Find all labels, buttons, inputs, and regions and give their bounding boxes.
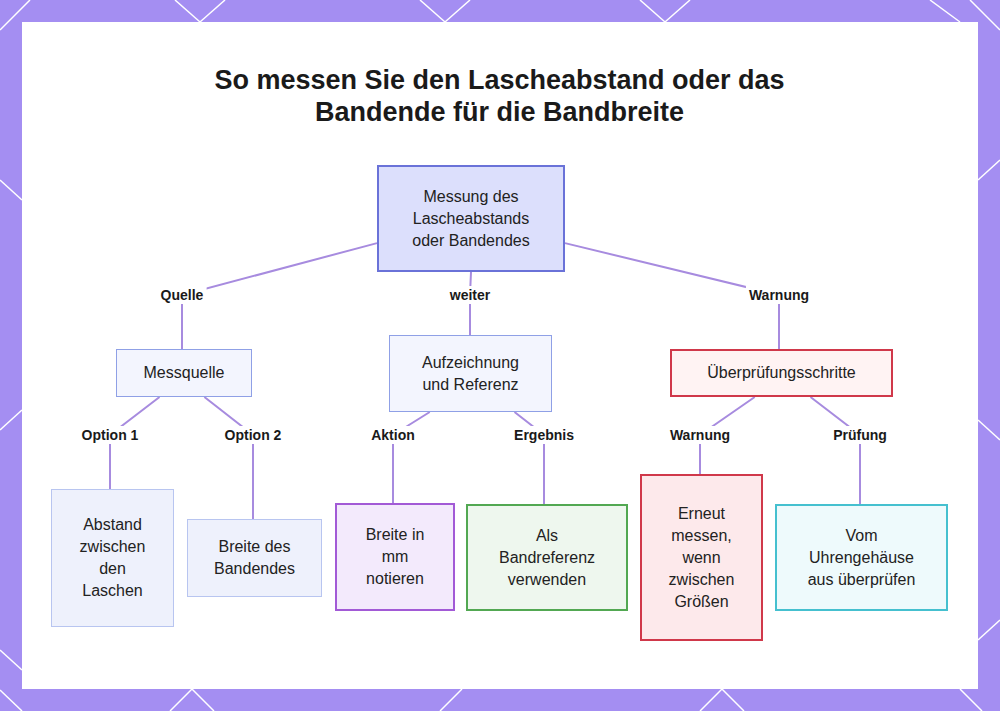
option-box: Abstand zwischen den Laschen [51, 489, 174, 627]
pattern-line [978, 620, 1000, 640]
diagram-title: So messen Sie den Lascheabstand oder das… [207, 64, 792, 128]
pattern-line [930, 0, 960, 22]
pattern-line [665, 0, 690, 22]
pattern-line [0, 650, 22, 670]
warning-box: Erneut messen, wenn zwischen Größen [640, 474, 763, 641]
edge-label: Warnung [746, 286, 812, 304]
pattern-line [722, 689, 744, 711]
node-label: Messung des Lascheabstands oder Bandende… [397, 186, 545, 252]
node-label: Überprüfungsschritte [707, 362, 856, 384]
action-box: Breite in mm notieren [335, 503, 455, 611]
edge-label: Option 2 [222, 426, 285, 444]
edge-label: Quelle [158, 286, 207, 304]
edge-label: Aktion [368, 426, 418, 444]
pattern-line [170, 689, 192, 711]
pattern-line [200, 0, 225, 22]
pattern-line [175, 0, 200, 22]
node-label: Aufzeichnung und Referenz [410, 352, 531, 396]
node-label: Breite in mm notieren [355, 524, 435, 590]
option-box: Breite des Bandendes [187, 519, 322, 597]
edge-label: Prüfung [830, 426, 890, 444]
pattern-line [978, 420, 1000, 440]
node-label: Messquelle [144, 362, 225, 384]
pattern-line [420, 0, 445, 22]
pattern-line [640, 0, 665, 22]
pattern-line [978, 160, 1000, 180]
pattern-line [192, 689, 214, 711]
node-label: Als Bandreferenz verwenden [494, 525, 600, 591]
pattern-line [445, 0, 470, 22]
pattern-line [0, 180, 22, 200]
pattern-line [0, 690, 22, 711]
pattern-line [700, 689, 722, 711]
content-panel [22, 22, 978, 689]
pattern-line [440, 689, 462, 711]
node-label: Vom Uhrengehäuse aus überprüfen [807, 525, 916, 591]
category-box: Messquelle [116, 349, 252, 397]
edge-label: Ergebnis [511, 426, 577, 444]
edge-label: Warnung [667, 426, 733, 444]
node-label: Erneut messen, wenn zwischen Größen [661, 503, 742, 613]
node-label: Breite des Bandendes [203, 536, 306, 580]
pattern-line [960, 689, 982, 711]
edge-label: weiter [447, 286, 493, 304]
root-box: Messung des Lascheabstands oder Bandende… [377, 165, 565, 272]
warning-category-box: Überprüfungsschritte [670, 349, 893, 397]
pattern-line [0, 410, 22, 430]
connector-line [182, 243, 377, 349]
node-label: Abstand zwischen den Laschen [71, 514, 154, 602]
result-box: Als Bandreferenz verwenden [466, 504, 628, 611]
connector-line [810, 397, 860, 504]
category-box: Aufzeichnung und Referenz [389, 335, 552, 412]
check-box: Vom Uhrengehäuse aus überprüfen [775, 504, 948, 611]
connector-line [204, 397, 253, 519]
edge-label: Option 1 [79, 426, 142, 444]
